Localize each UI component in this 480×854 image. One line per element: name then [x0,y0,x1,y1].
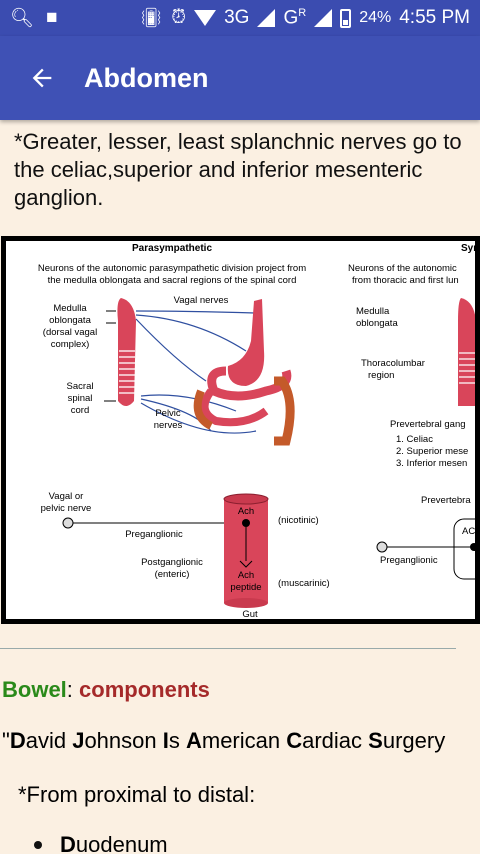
vagal-node [62,517,74,529]
ach-right: ACI [462,526,476,537]
divider [0,648,456,649]
vagal-or-1: Vagal or [49,491,84,502]
clock: 4:55 PM [399,7,470,28]
ach-top: Ach [238,506,254,517]
prevert-label: Prevertebral gang [390,419,466,430]
gut-cylinder [223,493,269,608]
page-title: Abdomen [84,62,209,93]
battery-percent: 24% [359,9,392,26]
gut-label: Gut [242,609,258,619]
postganglionic-1: Postganglionic [141,557,203,568]
wifi-icon [194,10,217,26]
thoraco-2: region [368,370,394,381]
bowel-label: Bowel [2,677,67,702]
sacral-1: Sacral [67,381,94,392]
medulla-3: (dorsal vagal [43,327,97,338]
spinal-cord-right [458,298,475,406]
bowel-components: components [79,677,210,702]
bowel-sep: : [66,677,80,702]
preganglionic2-label: Preganglionic [380,555,438,566]
muscarinic-label: (muscarinic) [278,578,330,589]
back-button[interactable] [0,36,84,120]
sym-desc-1: Neurons of the autonomic [348,263,457,274]
arrow-back-icon [32,68,52,88]
parasym-desc-2: the medulla oblongata and sacral regions… [48,275,297,286]
signal-icon-2 [314,9,333,27]
android-icon: ■ [46,7,58,28]
inferior-label: 3. Inferior mesen [396,458,467,469]
bowel-heading: Bowel: components [2,677,210,703]
status-bar: 🔍︎ ■ 📳︎ ⏰︎ 3G GR 24% 4:55 PM [0,0,480,36]
parasym-desc-1: Neurons of the autonomic parasympathetic… [38,263,306,274]
sym-medulla-1: Medulla [356,306,390,317]
signal-icon [257,9,276,27]
vagal-or-2: pelvic nerve [41,503,92,514]
intro-text: *Greater, lesser, least splanchnic nerve… [14,129,462,210]
network-type-2: GR [283,6,307,29]
postganglionic-2: (enteric) [155,569,190,580]
prevert2-label: Prevertebra [421,495,471,506]
medulla-2: oblongata [49,315,91,326]
superior-label: 2. Superior mese [396,446,468,457]
network-type: 3G [224,7,250,28]
bullet-icon [34,841,42,849]
vibrate-icon: 📳︎ [139,8,164,29]
peptide-label: peptide [230,582,261,593]
content: *Greater, lesser, least splanchnic nerve… [0,120,480,212]
notification-icon: 🔍︎ [10,8,35,29]
nerve-diagram: Parasympathetic Neurons of the autonomic… [1,236,480,624]
sym-title: Sym [461,243,476,254]
pelvic-2: nerves [154,420,183,431]
sym-desc-2: from thoracic and first lun [352,275,459,286]
app-bar: Abdomen [0,36,480,120]
medulla-1: Medulla [53,303,87,314]
preganglionic-label: Preganglionic [125,529,183,540]
ach-bottom: Ach [238,570,254,581]
vagal-nerves-label: Vagal nerves [174,295,229,306]
celiac-label: 1. Celiac [396,434,433,445]
proximal-text: *From proximal to distal: [18,782,256,807]
medulla-4: complex) [51,339,90,350]
pelvic-1: Pelvic [155,408,181,419]
spinal-cord-left [117,298,136,406]
list-item: Duodenum [34,832,168,854]
sym-medulla-2: oblongata [356,318,398,329]
nicotinic-label: (nicotinic) [278,515,319,526]
diagram-svg: Parasympathetic Neurons of the autonomic… [38,243,476,619]
thoraco-1: Thoracolumbar [361,358,425,369]
mnemonic-quote: " [2,728,10,753]
battery-icon [340,8,352,28]
sacral-2: spinal [68,393,93,404]
gut-organs [193,299,295,446]
sacral-3: cord [71,405,89,416]
parasym-title: Parasympathetic [132,243,212,254]
alarm-icon: ⏰︎ [171,7,187,28]
mnemonic: "David Johnson Is American Cardiac Surge… [2,728,446,753]
